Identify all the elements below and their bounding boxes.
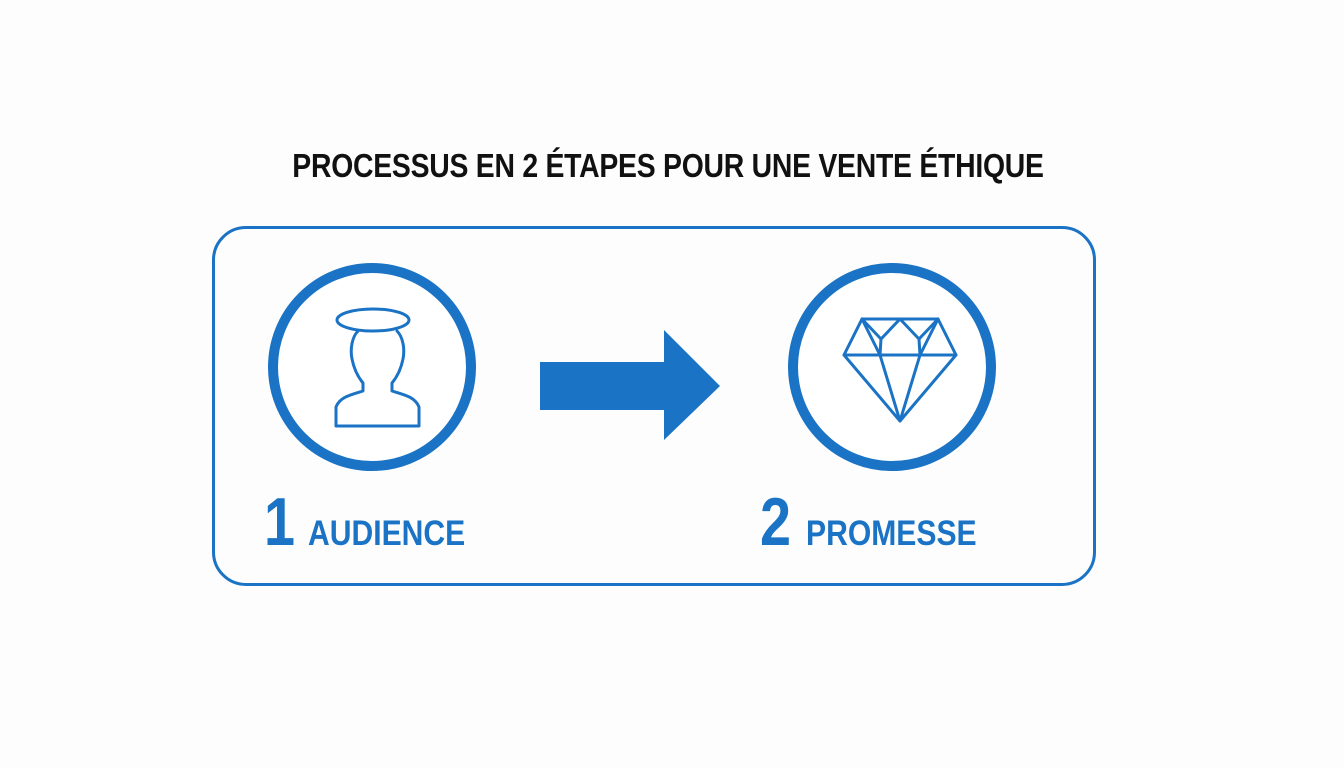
- right-arrow-icon: [540, 330, 720, 440]
- step-1-number: 1: [264, 484, 296, 560]
- step-2-number: 2: [760, 484, 792, 560]
- step-1-text: AUDIENCE: [307, 514, 466, 553]
- step-1-circle: [268, 263, 476, 471]
- step-2-text: PROMESSE: [805, 514, 977, 553]
- diamond-icon: [842, 317, 958, 423]
- step-2-circle: [788, 263, 996, 471]
- haloed-person-icon: [334, 307, 421, 428]
- diagram-title: PROCESSUS EN 2 ÉTAPES POUR UNE VENTE ÉTH…: [292, 147, 1044, 184]
- step-2-label: 2 PROMESSE: [760, 488, 1004, 568]
- process-panel: [212, 226, 1096, 586]
- step-1-label: 1 AUDIENCE: [264, 488, 491, 568]
